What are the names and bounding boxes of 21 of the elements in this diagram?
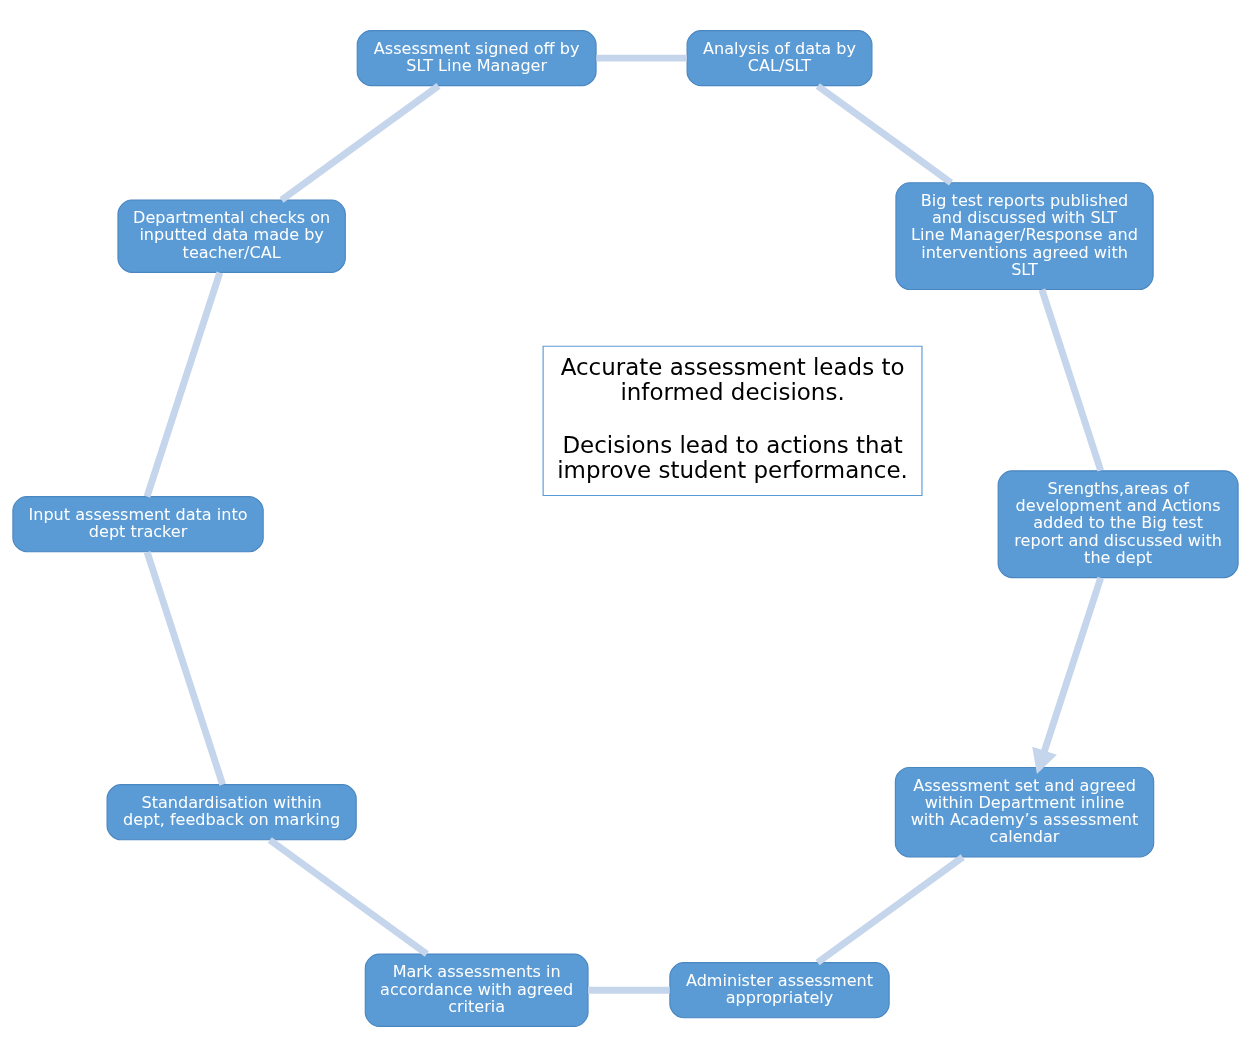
node-box: Accurate assessment leads to informed decisions. Decisions lead to actions that improve student performance. — [542, 345, 923, 497]
node-box: Srengths,areas of development and Actions added to the Big test report and discussed with the dept — [997, 470, 1239, 579]
connector — [143, 551, 226, 786]
connector — [143, 271, 224, 498]
node-box: Assessment set and agreed within Department inline with Academy’s assessment calendar — [894, 766, 1155, 858]
connector — [279, 83, 441, 203]
connector — [588, 986, 670, 994]
node-box: Assessment signed off by SLT Line Manager — [356, 30, 597, 87]
node-box: Standardisation within dept, feedback on marking — [106, 784, 357, 841]
connector — [1038, 288, 1104, 472]
connector — [267, 837, 429, 957]
node-box: Analysis of data by CAL/SLT — [686, 30, 873, 87]
node-box: Big test reports published and discussed with SLT Line Manager/Response and interventions agreed with SLT — [895, 182, 1154, 291]
node-box: Mark assessments in accordance with agreed criteria — [364, 953, 589, 1027]
node-box: Input assessment data into dept tracker — [12, 496, 264, 553]
node-box: Administer assessment appropriately — [669, 962, 890, 1019]
node-box: Departmental checks on inputted data made by teacher/CAL — [117, 199, 346, 273]
connector — [596, 54, 687, 62]
arrow — [1032, 576, 1104, 775]
connector — [815, 854, 965, 966]
connector — [815, 83, 954, 186]
